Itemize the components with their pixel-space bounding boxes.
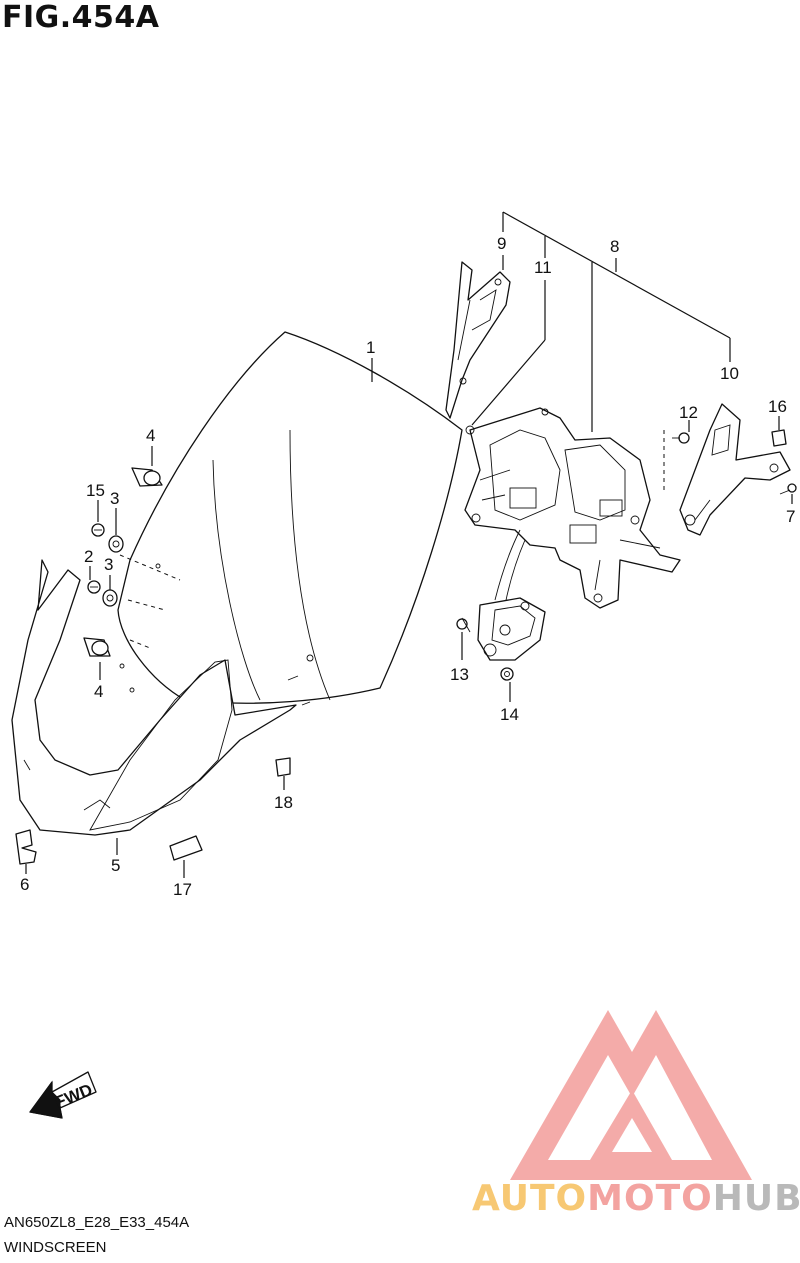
part-3-washer-lower — [102, 589, 118, 607]
watermark-auto: AUTO — [472, 1178, 588, 1219]
callout-7: 7 — [786, 507, 795, 526]
callout-12: 12 — [679, 403, 698, 422]
callout-17: 17 — [173, 880, 192, 899]
part-2-screw — [87, 580, 101, 594]
callout-5: 5 — [111, 856, 120, 875]
part-4-grommet-upper — [131, 467, 163, 487]
callout-3-lower: 3 — [104, 555, 113, 574]
motor-assembly — [477, 529, 546, 661]
part-4-grommet-lower — [83, 637, 111, 657]
part-14-nut — [500, 667, 514, 681]
figure-title: FIG.454A — [2, 0, 160, 35]
part-16-pad — [771, 429, 787, 447]
leader-bracket-8 — [471, 211, 731, 432]
part-10-bracket — [663, 403, 791, 536]
callout-lines — [25, 358, 793, 878]
callout-4-upper: 4 — [146, 426, 155, 445]
callout-14: 14 — [500, 705, 519, 724]
part-13-bolt — [456, 617, 471, 633]
figure-code: AN650ZL8_E28_E33_454A — [4, 1214, 190, 1231]
callout-9: 9 — [497, 234, 506, 253]
callout-3-upper: 3 — [110, 489, 119, 508]
part-6-clip — [15, 829, 37, 865]
part-1-windscreen — [117, 331, 463, 706]
part-7-screw — [779, 483, 797, 495]
callout-6: 6 — [20, 875, 29, 894]
watermark-hub: HUB — [712, 1178, 800, 1219]
fwd-arrow-icon: FWD — [29, 1071, 97, 1119]
callout-2: 2 — [84, 547, 93, 566]
callout-1: 1 — [366, 338, 375, 357]
callout-13: 13 — [450, 665, 469, 684]
part-9-bracket — [445, 261, 511, 419]
part-12-bolt — [672, 432, 690, 444]
callout-4-lower: 4 — [94, 682, 103, 701]
part-18-pad — [275, 757, 291, 777]
watermark-moto: MOTO — [587, 1178, 713, 1219]
callout-11: 11 — [534, 258, 552, 277]
watermark-logo — [510, 1010, 752, 1180]
part-11-frame — [464, 407, 681, 609]
part-5-cowl — [11, 559, 297, 836]
fwd-label: FWD — [52, 1080, 95, 1112]
callout-18: 18 — [274, 793, 293, 812]
callout-8: 8 — [610, 237, 619, 256]
part-17-pad — [169, 835, 203, 861]
callout-10: 10 — [720, 364, 739, 383]
figure-name: WINDSCREEN — [4, 1239, 107, 1256]
callout-15: 15 — [86, 481, 105, 500]
watermark-text: AUTOMOTOHUB — [472, 1178, 800, 1219]
part-15-screw — [91, 523, 105, 537]
callout-16: 16 — [768, 397, 787, 416]
part-3-washer-upper — [108, 535, 124, 553]
